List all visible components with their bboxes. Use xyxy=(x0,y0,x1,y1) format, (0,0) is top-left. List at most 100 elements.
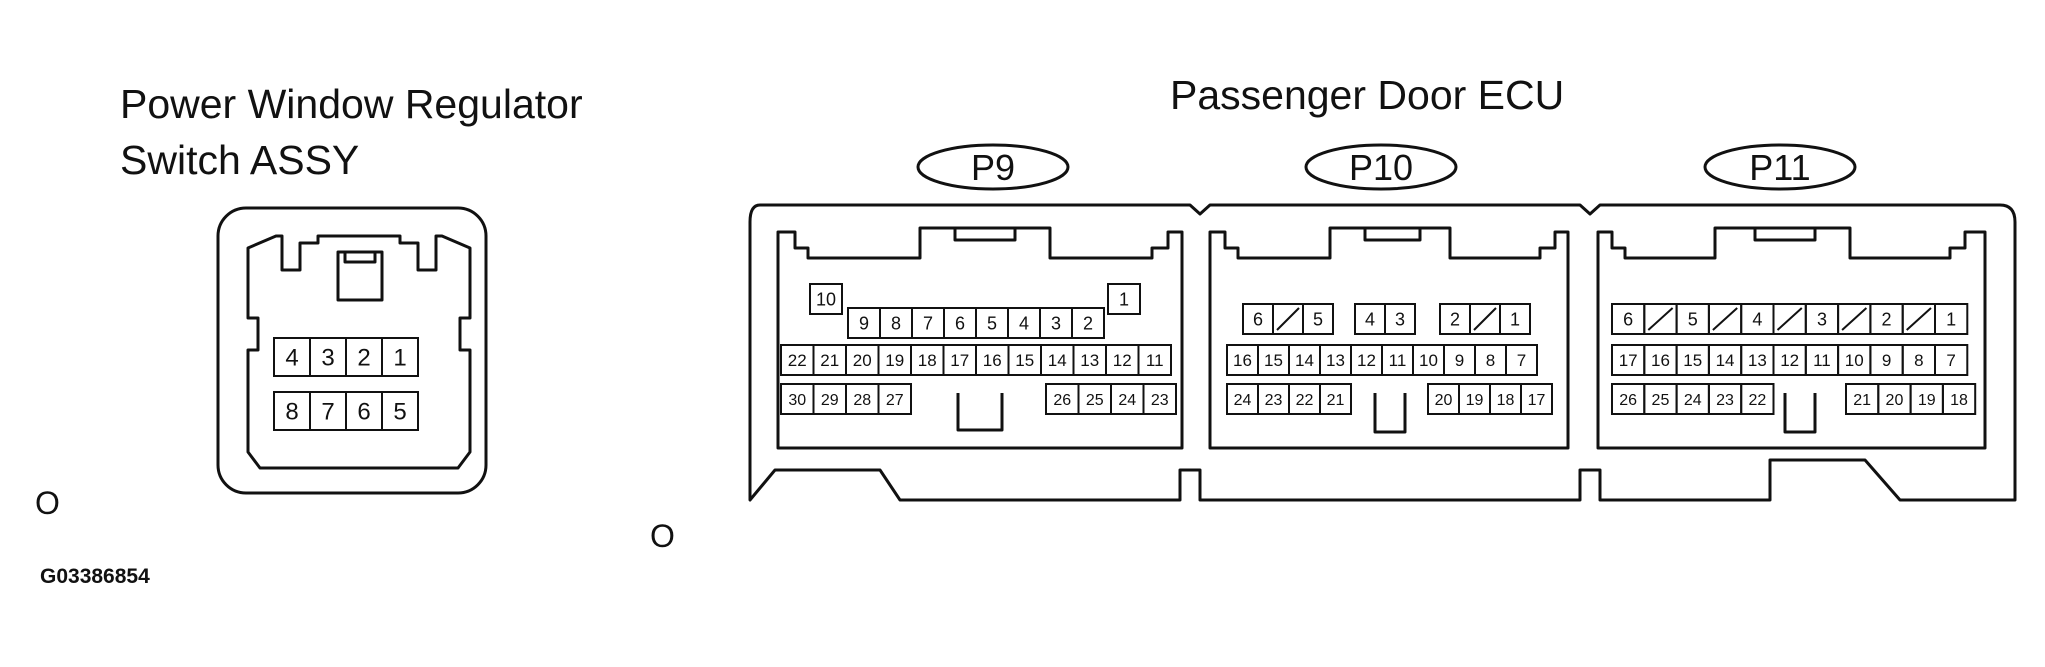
p11-pin-7-cell xyxy=(1934,344,1969,376)
p10-pin-18: 18 xyxy=(1497,392,1515,409)
p10-pin-7: 7 xyxy=(1517,351,1526,370)
p9-pin-14: 14 xyxy=(1048,351,1067,370)
p11-pin-21: 21 xyxy=(1853,392,1871,409)
blank-pin-slash xyxy=(1712,307,1738,331)
p10-pin-21-cell xyxy=(1319,383,1352,415)
blank-pin-slash xyxy=(1647,307,1674,331)
p9-pin-16: 16 xyxy=(983,351,1002,370)
p9-pin-1: 1 xyxy=(1119,289,1129,309)
p9-pin-15: 15 xyxy=(1015,351,1034,370)
switch-pin-4: 4 xyxy=(285,345,298,372)
p10-pin-19: 19 xyxy=(1466,392,1484,409)
p9-pin-27-cell xyxy=(877,383,912,415)
p9-pin-3: 3 xyxy=(1051,313,1061,333)
p9-pin-9: 9 xyxy=(859,313,869,333)
p9-pin-2: 2 xyxy=(1083,313,1093,333)
p9-pin-7: 7 xyxy=(923,313,933,333)
p11-pin-22: 22 xyxy=(1748,392,1766,409)
switch-pin-7: 7 xyxy=(321,399,334,426)
p9-pin-13: 13 xyxy=(1080,351,1099,370)
p11-pin-17: 17 xyxy=(1619,351,1638,370)
p9-pin-10-cell xyxy=(809,283,843,315)
switch-pin-8: 8 xyxy=(285,399,298,426)
p10-label-ellipse xyxy=(1304,143,1458,191)
p11-pin-1: 1 xyxy=(1946,309,1956,329)
p11-pin-7: 7 xyxy=(1946,351,1955,370)
p11-pin-10: 10 xyxy=(1845,351,1864,370)
p10-pin-20: 20 xyxy=(1435,392,1453,409)
p10-pin-4: 4 xyxy=(1365,309,1375,329)
p9-pin-30: 30 xyxy=(788,392,806,409)
p9-pin-2-cell xyxy=(1071,307,1105,339)
ecu-housing-outline xyxy=(748,203,2017,502)
p11-label-ellipse xyxy=(1703,143,1857,191)
p9-pin-10: 10 xyxy=(816,289,836,309)
p10-latch xyxy=(1363,228,1422,242)
p9-inner-outline xyxy=(776,226,1184,450)
p9-pin-25: 25 xyxy=(1086,392,1104,409)
p9-pin-1-cell xyxy=(1107,283,1141,315)
p11-pin-3: 3 xyxy=(1817,309,1827,329)
p11-pin-18-cell xyxy=(1941,383,1977,415)
p10-pin-10: 10 xyxy=(1419,351,1438,370)
p9-pin-20: 20 xyxy=(853,351,872,370)
p10-pin-7-cell xyxy=(1505,344,1538,376)
p9-pin-11-cell xyxy=(1137,344,1172,376)
p11-pin-18: 18 xyxy=(1950,392,1968,409)
p11-pin-24: 24 xyxy=(1684,392,1702,409)
p10-label: P10 xyxy=(1349,147,1413,188)
switch-pin-1: 1 xyxy=(393,345,406,372)
p11-pin-15: 15 xyxy=(1683,351,1702,370)
switch-pin-3: 3 xyxy=(321,345,334,372)
p11-pin-20: 20 xyxy=(1886,392,1904,409)
p10-pin-17: 17 xyxy=(1528,392,1546,409)
switch-pin-5: 5 xyxy=(393,399,406,426)
p10-pin-6: 6 xyxy=(1253,309,1263,329)
p9-pin-24: 24 xyxy=(1118,392,1136,409)
blank-pin-slash xyxy=(1841,307,1868,331)
p9-label: P9 xyxy=(971,147,1015,188)
p10-pin-5: 5 xyxy=(1313,309,1323,329)
p9-pin-21: 21 xyxy=(820,351,839,370)
switch-connector-inner xyxy=(246,234,472,470)
p9-pin-6: 6 xyxy=(955,313,965,333)
switch-latch xyxy=(336,250,384,302)
p11-pin-23: 23 xyxy=(1716,392,1734,409)
p10-pin-13: 13 xyxy=(1326,351,1345,370)
p10-pin-21: 21 xyxy=(1327,392,1345,409)
p10-inner-outline xyxy=(1208,226,1570,450)
p11-pin-26: 26 xyxy=(1619,392,1637,409)
p11-pin-22-cell xyxy=(1740,383,1775,415)
p9-key-notch xyxy=(956,393,1004,432)
switch-pin-2: 2 xyxy=(357,345,370,372)
p11-pin-16: 16 xyxy=(1651,351,1670,370)
switch-pin-1-cell xyxy=(381,337,419,377)
blank-pin-slash xyxy=(1776,307,1803,331)
p10-pin-3-cell xyxy=(1384,303,1416,335)
p9-pin-27: 27 xyxy=(886,392,904,409)
p11-latch xyxy=(1753,228,1817,242)
blank-pin-slash xyxy=(1473,307,1497,331)
p9-pin-19: 19 xyxy=(885,351,904,370)
p9-pin-5: 5 xyxy=(987,313,997,333)
switch-pin-5-cell xyxy=(381,391,419,431)
ecu-title: Passenger Door ECU xyxy=(1170,72,1565,118)
p11-inner-outline xyxy=(1596,226,1987,450)
p9-label-ellipse xyxy=(916,143,1070,191)
p10-pin-8: 8 xyxy=(1486,351,1495,370)
p11-pin-11: 11 xyxy=(1813,351,1831,370)
p10-pin-9: 9 xyxy=(1455,351,1464,370)
marker-right: O xyxy=(650,518,675,554)
switch-title-line1: Power Window Regulator xyxy=(120,81,583,127)
p10-pin-24: 24 xyxy=(1234,392,1252,409)
p9-pin-29: 29 xyxy=(821,392,839,409)
p9-pin-8: 8 xyxy=(891,313,901,333)
p10-pin-5-cell xyxy=(1302,303,1334,335)
p9-pin-11: 11 xyxy=(1146,351,1164,370)
p10-pin-15: 15 xyxy=(1264,351,1283,370)
p10-pin-17-cell xyxy=(1520,383,1553,415)
p10-pin-14: 14 xyxy=(1295,351,1314,370)
p10-pin-2: 2 xyxy=(1450,309,1460,329)
